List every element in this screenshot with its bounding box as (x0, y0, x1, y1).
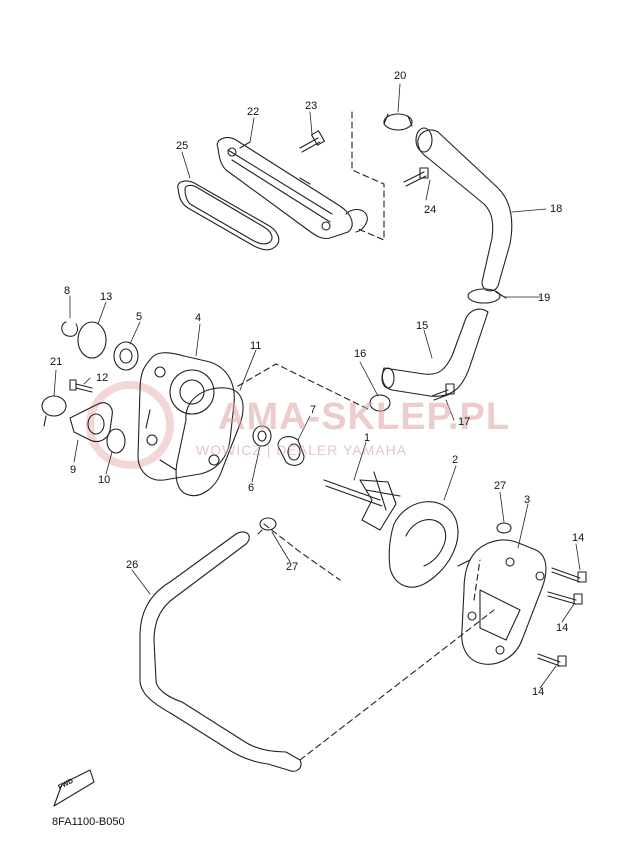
pump-cover-part-3 (457, 539, 547, 665)
circlip-part-8 (61, 321, 79, 337)
callout-5: 5 (136, 311, 143, 323)
watermark-text: AMA-SKLEP.PL (218, 396, 511, 438)
callout-23: 23 (305, 100, 318, 112)
bolt-part-23 (299, 130, 326, 153)
callout-10: 10 (98, 474, 111, 486)
clamp-part-27-lower (257, 517, 277, 535)
callout-16: 16 (354, 348, 367, 360)
oring-part-16 (369, 394, 391, 412)
hose-part-18 (415, 127, 513, 292)
callout-15: 15 (416, 320, 429, 332)
callout-9: 9 (70, 464, 77, 476)
callout-14-c: 14 (532, 686, 545, 698)
callout-7: 7 (310, 404, 317, 416)
seal-part-6 (252, 425, 272, 447)
clamp-part-19 (467, 288, 507, 304)
seal-part-7 (277, 436, 305, 466)
fwd-arrow-icon (53, 769, 95, 807)
bolts-part-14 (537, 567, 587, 667)
hose-part-26 (139, 531, 302, 772)
callout-11: 11 (250, 340, 262, 352)
watermark-logo-icon (86, 381, 174, 469)
bolt-part-24 (403, 167, 429, 187)
pipe-housing-part-22 (216, 137, 368, 240)
callout-14-b: 14 (556, 622, 569, 634)
watermark-subtext: WOWICZ | DEALER YAMAHA (196, 442, 408, 458)
pump-housing-part-4 (137, 352, 235, 481)
callout-19: 19 (538, 292, 551, 304)
callout-27-lower: 27 (286, 561, 299, 573)
oring-part-13 (77, 321, 107, 359)
callout-2: 2 (452, 454, 459, 466)
callout-22: 22 (247, 106, 260, 118)
clamp-part-27-upper (496, 522, 512, 534)
callout-18: 18 (550, 203, 563, 215)
fitting-part-9 (69, 402, 113, 443)
impeller-part-1 (323, 471, 401, 531)
part-code: 8FA1100-B050 (52, 816, 125, 828)
callout-4: 4 (195, 312, 202, 324)
callout-26: 26 (126, 559, 139, 571)
bolt-part-12 (69, 379, 93, 393)
callout-20: 20 (394, 70, 407, 82)
oring-part-11 (175, 387, 244, 496)
callout-12: 12 (96, 372, 109, 384)
callout-21: 21 (50, 356, 63, 368)
callout-8: 8 (64, 285, 71, 297)
pipe-part-15 (381, 308, 489, 397)
clamp-part-20 (383, 113, 413, 131)
callout-24: 24 (424, 204, 437, 216)
callout-27-upper: 27 (494, 480, 507, 492)
callout-6: 6 (248, 482, 255, 494)
callout-13: 13 (100, 291, 113, 303)
callout-14-a: 14 (572, 532, 585, 544)
bolt-part-17 (431, 383, 455, 401)
callout-1: 1 (364, 432, 371, 444)
callout-25: 25 (176, 140, 189, 152)
callout-17: 17 (458, 416, 471, 428)
gasket-part-2 (388, 501, 459, 588)
oring-part-10 (106, 428, 126, 454)
clamp-part-21 (41, 395, 67, 427)
bearing-part-5 (113, 341, 139, 371)
callout-3: 3 (524, 494, 531, 506)
gasket-part-25 (177, 180, 280, 251)
